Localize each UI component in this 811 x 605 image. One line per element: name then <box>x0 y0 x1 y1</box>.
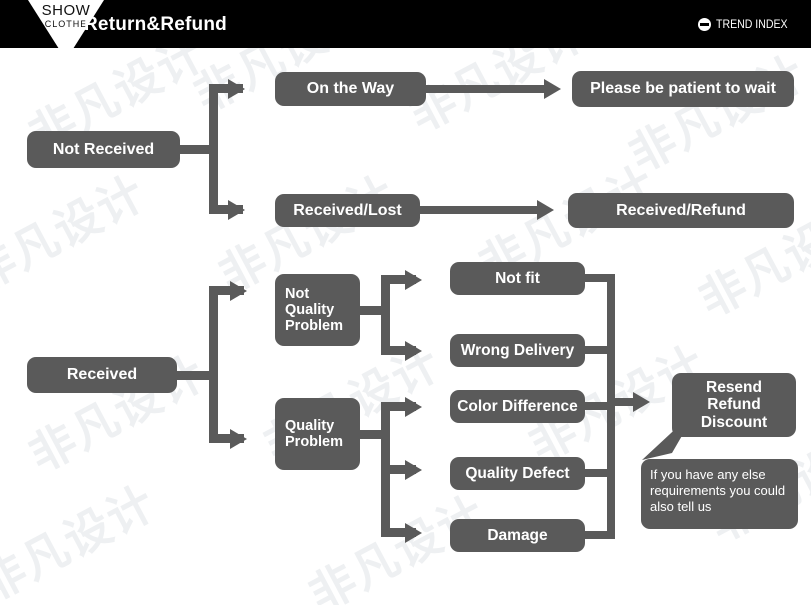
connector-qp-to-quality-defect <box>381 465 416 474</box>
callout-tail <box>642 408 698 460</box>
trend-index-brand: TREND INDEX <box>697 17 797 31</box>
watermark-text: 非凡设计 <box>0 474 165 605</box>
connector-to-on-the-way <box>209 84 243 93</box>
arrowhead-wrong-delivery <box>405 341 422 361</box>
connector-bus-damage <box>585 531 615 539</box>
arrowhead-on-the-way <box>228 79 245 99</box>
watermark-text: 非凡设计 <box>0 164 155 303</box>
connector-bus-wrong-delivery <box>585 346 615 354</box>
arrowhead-damage <box>405 523 422 543</box>
app-header: SHOW CLOTHE Return&Refund TREND INDEX <box>0 0 811 60</box>
node-not-fit[interactable]: Not fit <box>450 262 585 295</box>
connector-qp-to-color-difference <box>381 402 416 411</box>
connector-nqp-to-not-fit <box>381 275 416 284</box>
connector-nqp-to-wrong-delivery <box>381 346 416 355</box>
page-title: Return&Refund <box>84 14 227 35</box>
connector-bus-not-fit <box>585 274 615 282</box>
node-received-refund[interactable]: Received/Refund <box>568 193 794 228</box>
arrowhead-not-quality <box>230 281 247 301</box>
arrowhead-please-wait <box>544 79 561 99</box>
arrowhead-quality-defect <box>405 460 422 480</box>
connector-to-quality <box>209 434 244 443</box>
connector-received-stub <box>177 371 215 380</box>
watermark-text: 非凡设计 <box>619 48 811 183</box>
connector-nqp-stub <box>360 306 386 315</box>
node-resolution[interactable]: Resend Refund Discount <box>672 373 796 437</box>
arrowhead-resolution <box>633 392 650 412</box>
connector-received-lost-to-refund <box>420 206 544 214</box>
connector-qp-to-damage <box>381 528 416 537</box>
globe-icon <box>697 17 711 31</box>
connector-root-stub <box>180 145 216 154</box>
node-quality-problem[interactable]: Quality Problem <box>275 398 360 470</box>
arrowhead-not-fit <box>405 270 422 290</box>
node-wrong-delivery[interactable]: Wrong Delivery <box>450 334 585 367</box>
callout-note[interactable]: If you have any else requirements you co… <box>641 459 798 529</box>
logo-line-show: SHOW <box>41 2 91 19</box>
connector-bus-color-difference <box>585 402 615 410</box>
node-quality-defect[interactable]: Quality Defect <box>450 457 585 490</box>
connector-bus-vertical <box>607 274 615 539</box>
node-on-the-way[interactable]: On the Way <box>275 72 426 106</box>
brand-logo[interactable]: SHOW CLOTHE <box>28 0 104 62</box>
triangle-icon <box>28 0 104 60</box>
connector-received-vertical <box>209 286 218 443</box>
node-not-received[interactable]: Not Received <box>27 131 180 168</box>
node-not-quality-problem[interactable]: Not Quality Problem <box>275 274 360 346</box>
connector-vertical-split <box>209 84 218 214</box>
arrowhead-color-difference <box>405 397 422 417</box>
node-received-lost[interactable]: Received/Lost <box>275 194 420 227</box>
node-received[interactable]: Received <box>27 357 177 393</box>
connector-bus-to-resolution <box>607 398 638 406</box>
connector-to-not-quality <box>209 286 244 295</box>
trend-index-label: TREND INDEX <box>715 17 788 31</box>
node-damage[interactable]: Damage <box>450 519 585 552</box>
connector-bus-quality-defect <box>585 469 615 477</box>
connector-on-the-way-to-outcome <box>426 85 551 93</box>
connector-nqp-vertical <box>381 275 390 355</box>
logo-line-clothe: CLOTHE <box>44 19 88 29</box>
arrowhead-received-refund <box>537 200 554 220</box>
arrowhead-quality <box>230 429 247 449</box>
node-color-difference[interactable]: Color Difference <box>450 390 585 423</box>
connector-to-received-lost <box>209 205 243 214</box>
connector-qp-stub <box>360 430 386 439</box>
node-please-be-patient[interactable]: Please be patient to wait <box>572 71 794 107</box>
arrowhead-received-lost <box>228 200 245 220</box>
